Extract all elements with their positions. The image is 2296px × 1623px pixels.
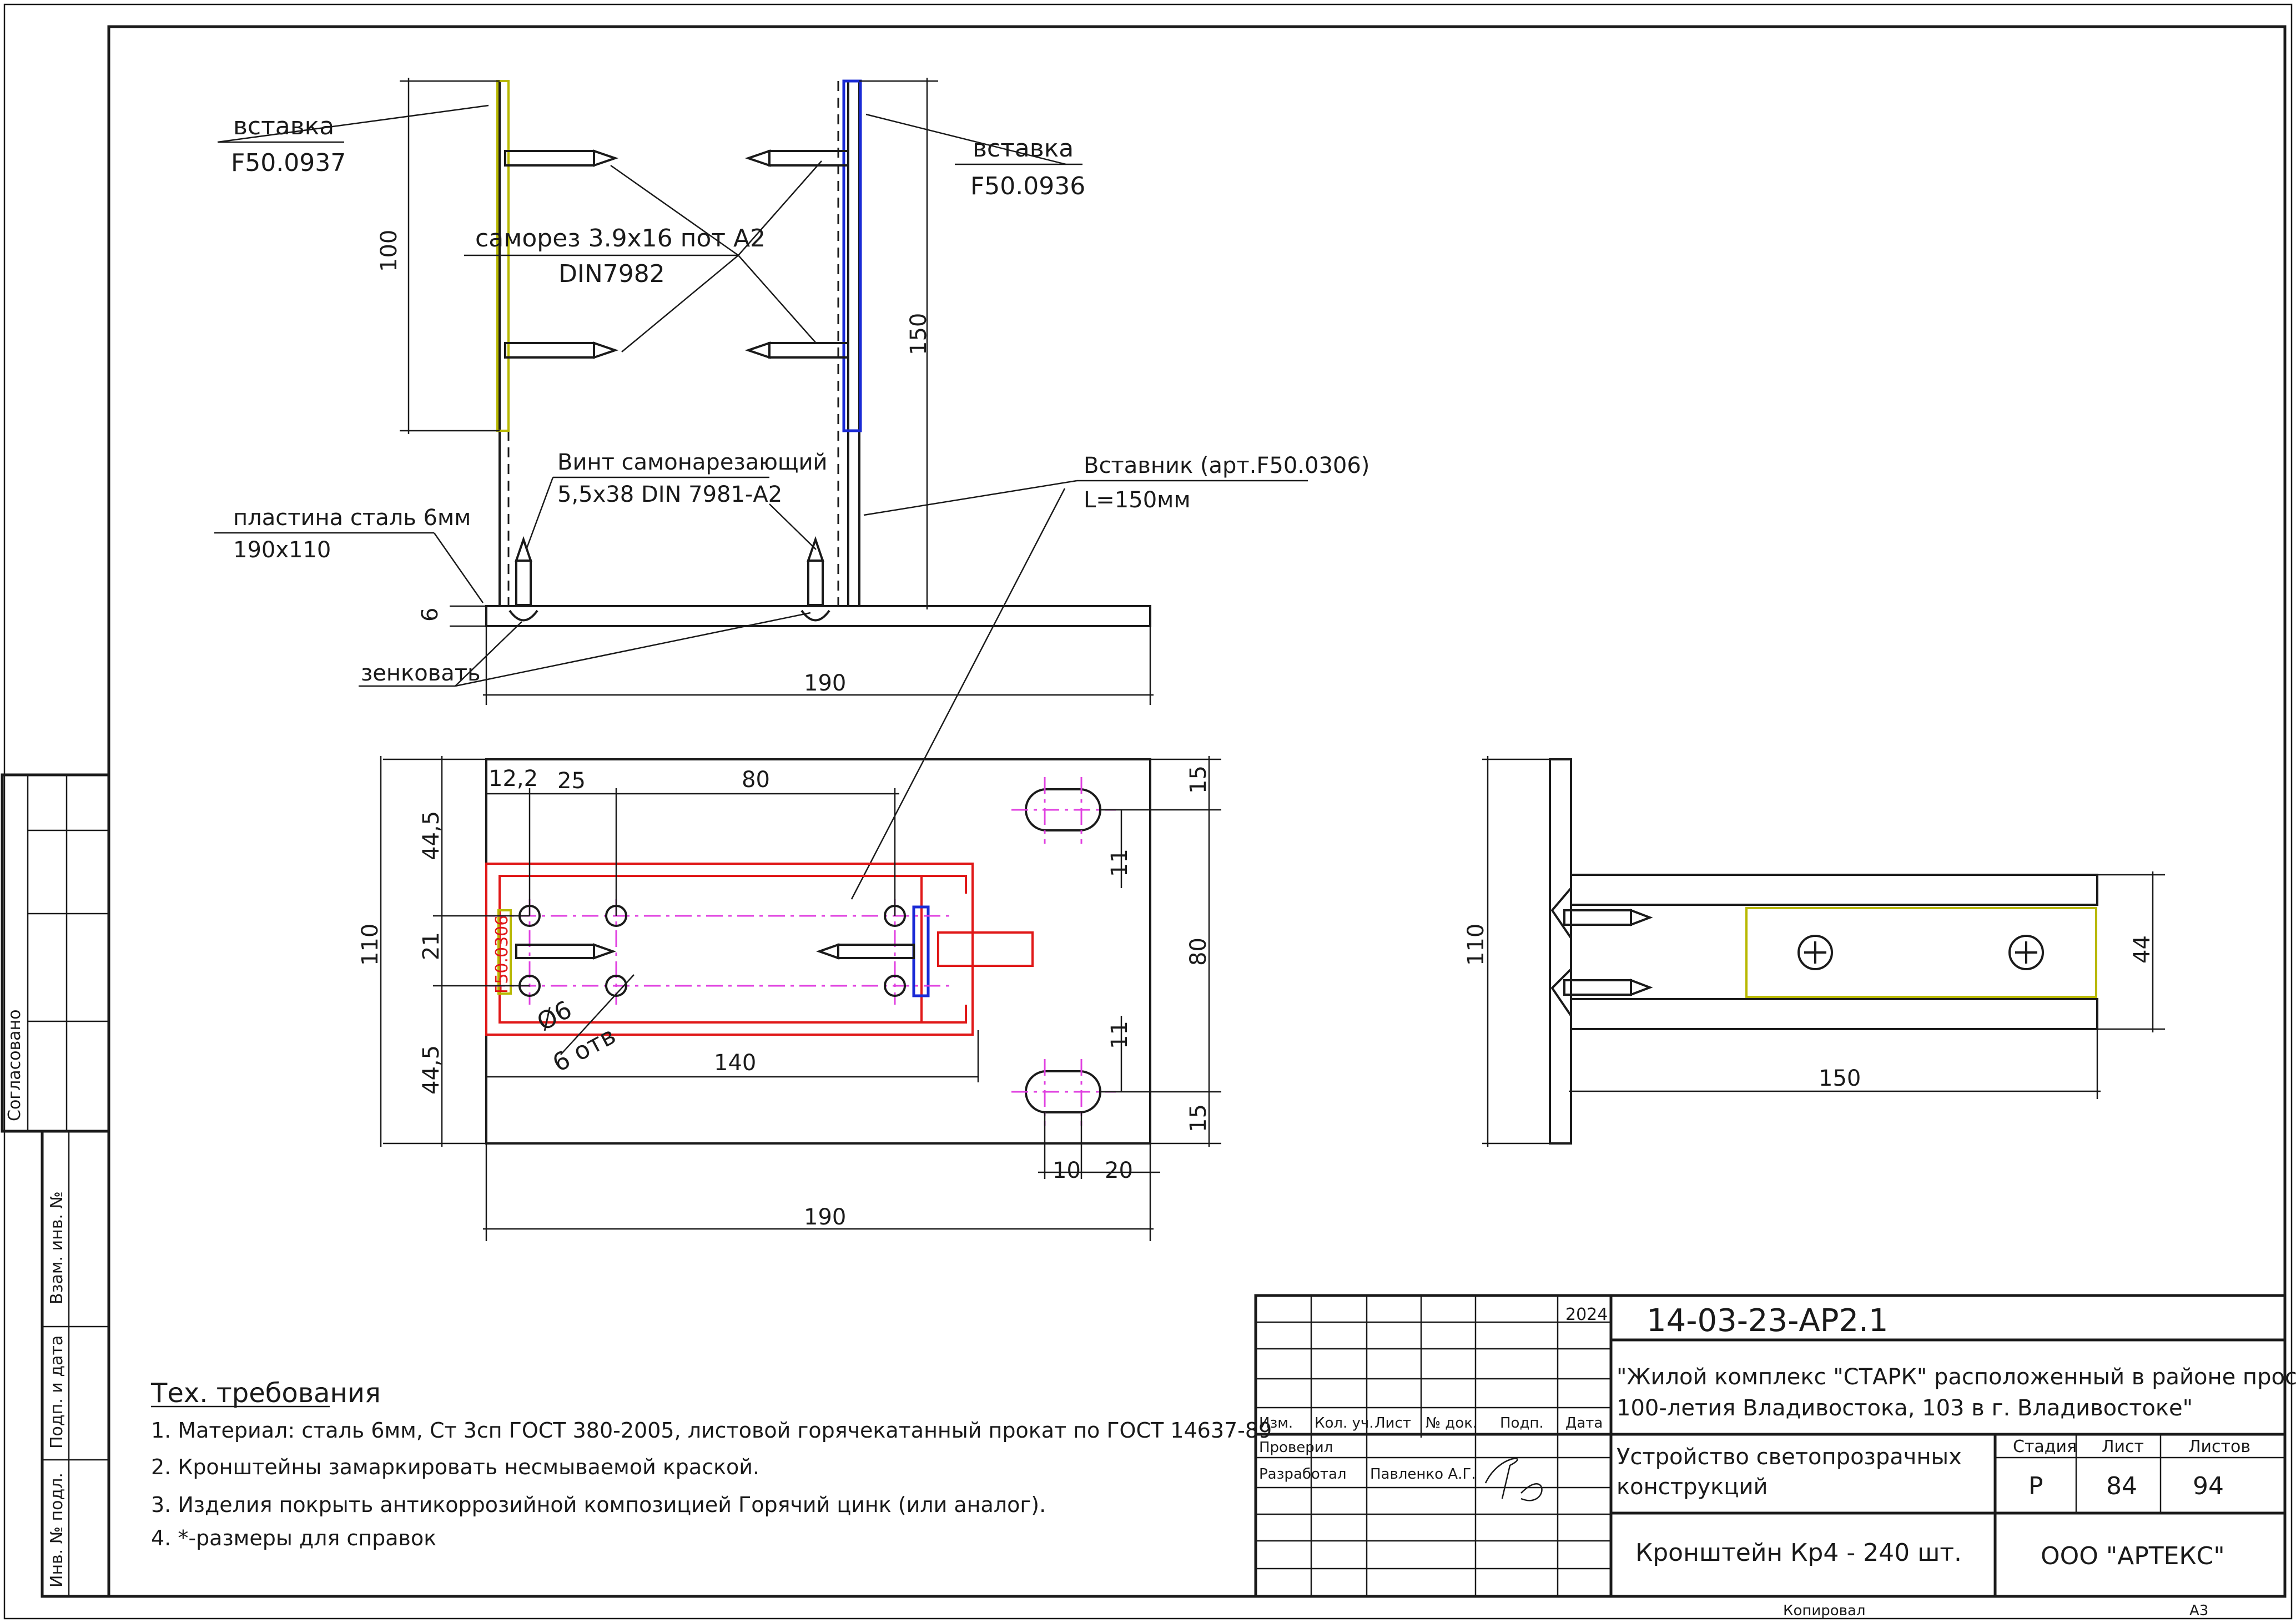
stage-header: Стадия [2013,1437,2077,1456]
hdr-list: Лист [1374,1415,1411,1432]
dim-15-bottom: 15 [1186,1104,1211,1132]
hdr-data: Дата [1565,1415,1603,1432]
title-block: 2024 14-03-23-АР2.1 "Жилой комплекс "СТА… [1254,1294,2296,1619]
tech-requirements: Тех. требования 1. Материал: сталь 6мм, … [150,1378,1272,1550]
dim-25: 25 [557,768,586,794]
label-self-tap-2: 5,5х38 DIN 7981-А2 [557,482,782,507]
hole [605,975,627,997]
section-line-2: конструкций [1617,1474,1768,1500]
screw-top-right-2 [744,341,849,359]
developer-name: Павленко А.Г. [1370,1466,1476,1483]
label-countersink: зенковать [361,661,481,686]
dim-44-5-top: 44,5 [419,811,444,860]
elevation-view: 100 150 6 190 вставка F50.0937 вставка F… [214,78,1369,900]
hdr-izm: Изм. [1259,1415,1293,1432]
screw-top-right-1 [744,149,849,167]
label-hole-dia: Ø6 [532,995,576,1036]
dim-15-top: 15 [1186,765,1211,794]
outer-sheet-border [3,3,2293,1620]
plan-view: F50.0306 110 44,5 [358,756,1221,1241]
dim-150: 150 [906,313,932,355]
label-insert-left-code: F50.0937 [231,149,346,177]
sheets-value: 94 [2193,1472,2224,1500]
year: 2024 [1565,1305,1608,1324]
developed-label: Разработал [1259,1466,1347,1483]
label-insert-left: вставка [233,112,334,140]
self-tap-screw-left [508,536,538,622]
hole [884,975,906,997]
dim-190-plan: 190 [804,1204,846,1230]
dim-190-top: 190 [804,671,846,696]
side-stamp: Согласовано Взам. инв. № Подп. и дата Ин… [1,773,110,1598]
inv-orig-label: Инв. № подл. [47,1473,67,1587]
checked-label: Проверил [1259,1439,1333,1456]
side-insert [1745,907,2097,998]
dim-140: 140 [714,1050,756,1076]
label-insert-right-code: F50.0936 [970,172,1085,200]
dim-12-2: 12,2 [489,766,538,792]
label-plate-2: 190х110 [233,537,331,563]
dim-20: 20 [1105,1158,1133,1183]
profile-outline [485,863,974,1036]
section-line-1: Устройство светопрозрачных [1617,1444,1962,1470]
dim-44: 44 [2129,935,2155,964]
sign-date-label: Подп. и дата [47,1335,67,1449]
doc-code: 14-03-23-АР2.1 [1647,1303,1889,1339]
note-1: 1. Материал: сталь 6мм, Ст 3сп ГОСТ 380-… [151,1418,1272,1443]
company-name: ООО "АРТЕКС" [2041,1542,2225,1570]
hdr-ndok: № док. [1426,1415,1477,1432]
stage-value: Р [2028,1472,2043,1500]
note-3: 3. Изделия покрыть антикоррозийной компо… [151,1493,1046,1517]
inv-swap-label: Взам. инв. № [47,1191,67,1304]
note-2: 2. Кронштейны замаркировать несмываемой … [151,1455,759,1479]
dim-110-side: 110 [1463,924,1489,966]
dim-80-vertical: 80 [1186,937,1211,966]
dim-110-plan: 110 [358,924,383,966]
hdr-kol: Кол. уч. [1315,1415,1374,1432]
label-insert-profile-1: Вставник (арт.F50.0306) [1084,453,1369,478]
profile-mark: F50.0306 [492,915,512,994]
screw-top-left-1 [504,149,619,167]
dim-10: 10 [1053,1158,1081,1183]
format-label: А3 [2189,1602,2208,1619]
dim-100: 100 [376,230,402,272]
dim-11-bottom: 11 [1107,1021,1132,1049]
item-name: Кронштейн Кр4 - 240 шт. [1635,1539,1962,1567]
dim-21: 21 [419,932,444,960]
side-view: 110 44 150 [1463,756,2165,1147]
label-insert-profile-2: L=150мм [1084,487,1191,513]
dim-44-5-bottom: 44,5 [419,1045,444,1095]
agreed-label: Согласовано [5,1009,24,1121]
dim-80-horizontal: 80 [742,767,770,793]
self-tap-screw-right [800,536,830,622]
dim-6: 6 [417,608,443,622]
sheet-value: 84 [2106,1472,2137,1500]
sheets-header: Листов [2188,1437,2250,1456]
hdr-podp: Подп. [1500,1415,1544,1432]
signature [1484,1458,1543,1501]
label-self-tap-1: Винт самонарезающий [557,450,828,475]
sheet-header: Лист [2102,1437,2144,1456]
project-line-2: 100-летия Владивостока, 103 в г. Владиво… [1617,1395,2193,1421]
label-screw-2: DIN7982 [558,260,665,288]
dim-11-top: 11 [1107,849,1132,877]
label-plate-1: пластина сталь 6мм [233,505,471,531]
base-plate [485,605,1151,627]
screw-top-left-2 [504,341,619,359]
notes-title: Тех. требования [150,1378,381,1409]
label-screw-1: саморез 3.9х16 пот А2 [475,224,766,253]
dim-150-side: 150 [1819,1066,1861,1091]
label-insert-right: вставка [973,134,1074,163]
note-4: 4. *-размеры для справок [151,1526,436,1550]
copied-label: Копировал [1783,1602,1866,1619]
project-line-1: "Жилой комплекс "СТАРК" расположенный в … [1617,1364,2296,1390]
insert-right [842,79,862,432]
side-plate [1549,758,1572,1145]
